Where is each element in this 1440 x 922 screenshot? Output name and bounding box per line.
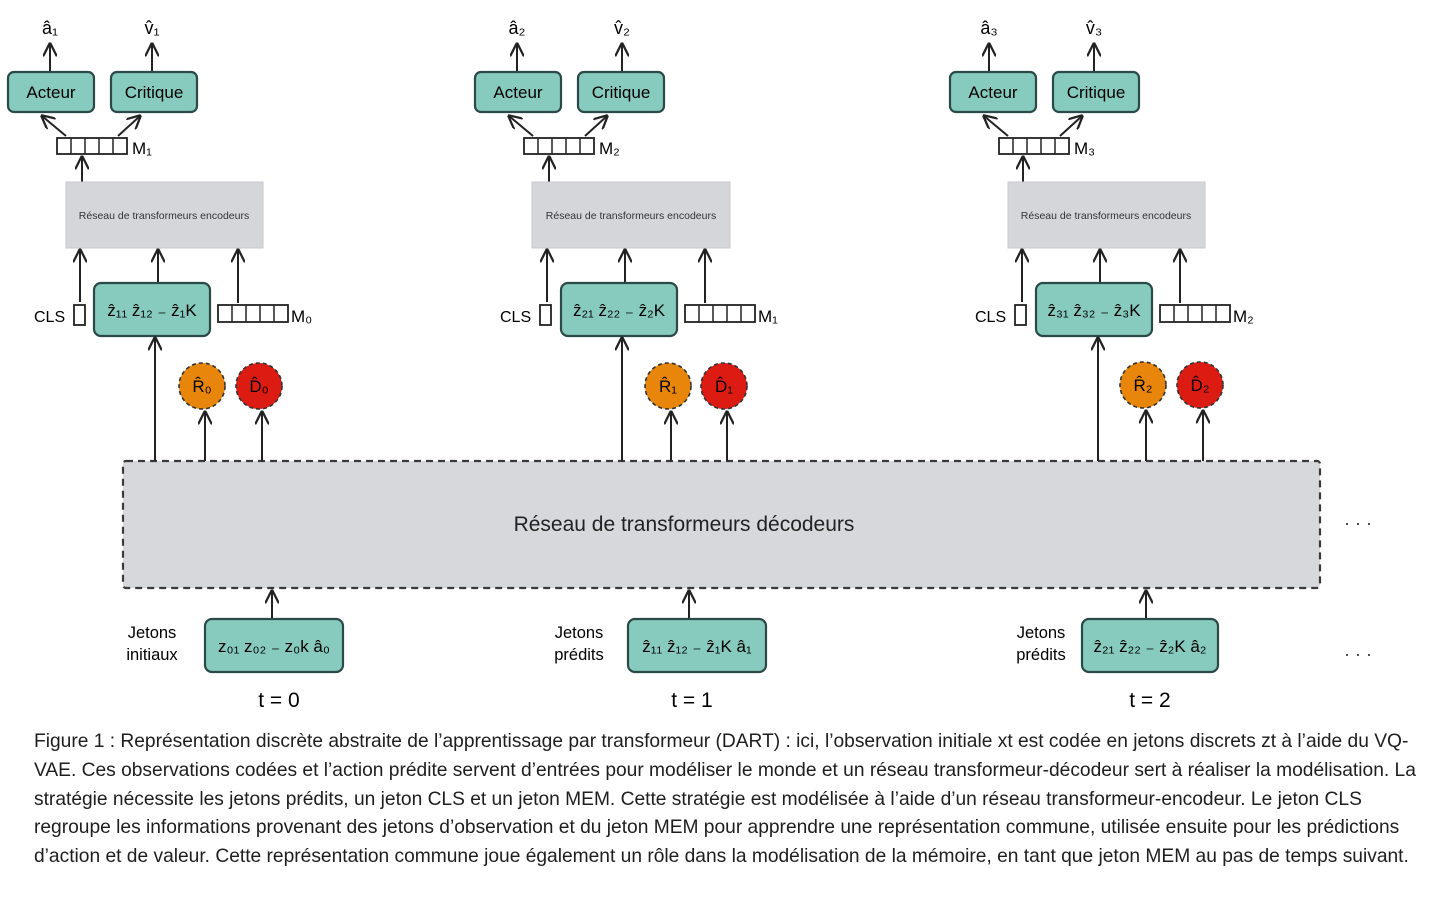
- memory-out-label: M₃: [1074, 139, 1095, 158]
- memory-in-label: M₂: [1233, 307, 1254, 326]
- input-tokens-label: z₀₁ z₀₂ ₋ z₀k â₀: [218, 637, 330, 656]
- memory-out-label: M₁: [132, 139, 152, 158]
- actor-box: [6, 70, 96, 114]
- done-prediction: [235, 362, 283, 410]
- input-tokens-label: ẑ₂₁ ẑ₂₂ ₋ ẑ₂K â₂: [1094, 637, 1207, 656]
- reward-prediction: [178, 362, 226, 410]
- encoder-tokens-box: [92, 281, 212, 338]
- timestep-label: t = 2: [1129, 689, 1170, 712]
- value-output-label: v̂₃: [1086, 18, 1102, 38]
- decoder-network-box: [121, 459, 1322, 590]
- actor-box: [473, 70, 563, 114]
- timestep-column-0: â₁ v̂₁ Acteur Critique M₁ Réseau de tran…: [6, 18, 345, 712]
- critic-label: Critique: [592, 83, 651, 102]
- timestep-column-1: â₂ v̂₂ Acteur Critique M₂ Réseau de tran…: [473, 18, 778, 712]
- actor-label: Acteur: [26, 83, 75, 102]
- critic-box: [576, 70, 666, 114]
- done-prediction: [700, 362, 748, 410]
- reward-label: R̂₁: [659, 376, 677, 396]
- done-prediction: [1176, 361, 1224, 409]
- memory-token-in: [1159, 304, 1231, 323]
- memory-token-out: [998, 137, 1070, 155]
- decoder-network-label: Réseau de transformeurs décodeurs: [514, 513, 855, 536]
- critic-box: [1051, 70, 1141, 114]
- timestep-label: t = 0: [258, 689, 299, 712]
- input-group-label-line2: prédits: [1016, 646, 1066, 664]
- input-group-label-line2: prédits: [554, 646, 604, 664]
- encoder-tokens-label: ẑ₂₁ ẑ₂₂ ₋ ẑ₂K: [573, 301, 666, 320]
- reward-label: R̂₂: [1134, 375, 1153, 395]
- reward-prediction: [1119, 361, 1167, 409]
- encoder-tokens-label: ẑ₃₁ ẑ₃₂ ₋ ẑ₃K: [1047, 301, 1141, 320]
- timestep-label: t = 1: [671, 689, 712, 712]
- encoder-network-box: [531, 181, 731, 249]
- done-label: D̂₁: [715, 376, 733, 396]
- encoder-tokens-label: ẑ₁₁ ẑ₁₂ ₋ ẑ₁K: [107, 301, 197, 320]
- value-output-label: v̂₂: [614, 18, 630, 38]
- cls-token: [73, 304, 86, 326]
- timestep-column-2: â₃ v̂₃ Acteur Critique M₃ Réseau de tran…: [948, 18, 1254, 712]
- action-output-label: â₃: [980, 18, 997, 38]
- dart-architecture-diagram: Réseau de transformeurs décodeurs · · · …: [6, 18, 1372, 712]
- action-output-label: â₂: [509, 18, 526, 38]
- input-tokens-box: [203, 617, 345, 674]
- reward-prediction: [644, 362, 692, 410]
- cls-label: CLS: [975, 309, 1006, 326]
- done-label: D̂₀: [249, 376, 268, 396]
- actor-label: Acteur: [968, 83, 1017, 102]
- memory-in-label: M₁: [758, 307, 778, 326]
- cls-label: CLS: [500, 309, 531, 326]
- input-group-label-line1: Jetons: [128, 624, 177, 642]
- input-group-label-line1: Jetons: [1017, 624, 1066, 642]
- encoder-tokens-box: [1034, 281, 1154, 338]
- reward-label: R̂₀: [192, 376, 211, 396]
- critic-label: Critique: [1067, 83, 1126, 102]
- input-group-label-line2: initiaux: [126, 646, 178, 664]
- cls-token: [539, 304, 552, 326]
- input-tokens-box: [1080, 617, 1220, 674]
- input-group-label-line1: Jetons: [555, 624, 604, 642]
- value-output-label: v̂₁: [144, 18, 159, 38]
- figure-caption: Figure 1 : Représentation discrète abstr…: [34, 731, 1416, 868]
- actor-box: [948, 70, 1038, 114]
- memory-token-out: [56, 137, 128, 155]
- encoder-network-label: Réseau de transformeurs encodeurs: [546, 210, 716, 222]
- ellipsis-decoder: · · ·: [1344, 513, 1372, 533]
- encoder-network-box: [1007, 181, 1206, 249]
- done-label: D̂₂: [1191, 375, 1210, 395]
- memory-token-in: [217, 304, 289, 323]
- encoder-network-label: Réseau de transformeurs encodeurs: [79, 210, 249, 222]
- cls-label: CLS: [34, 309, 65, 326]
- encoder-network-label: Réseau de transformeurs encodeurs: [1021, 210, 1191, 222]
- cls-token: [1014, 304, 1027, 326]
- memory-token-in: [684, 304, 756, 323]
- input-tokens-box: [626, 617, 768, 674]
- memory-in-label: M₀: [291, 307, 312, 326]
- encoder-network-box: [65, 181, 264, 249]
- critic-box: [109, 70, 199, 114]
- memory-out-label: M₂: [599, 139, 620, 158]
- encoder-tokens-box: [559, 281, 679, 338]
- input-tokens-label: ẑ₁₁ ẑ₁₂ ₋ ẑ₁K â₁: [642, 637, 752, 656]
- critic-label: Critique: [125, 83, 184, 102]
- actor-label: Acteur: [493, 83, 542, 102]
- ellipsis-inputs: · · ·: [1344, 644, 1372, 664]
- memory-token-out: [523, 137, 595, 155]
- action-output-label: â₁: [42, 18, 58, 38]
